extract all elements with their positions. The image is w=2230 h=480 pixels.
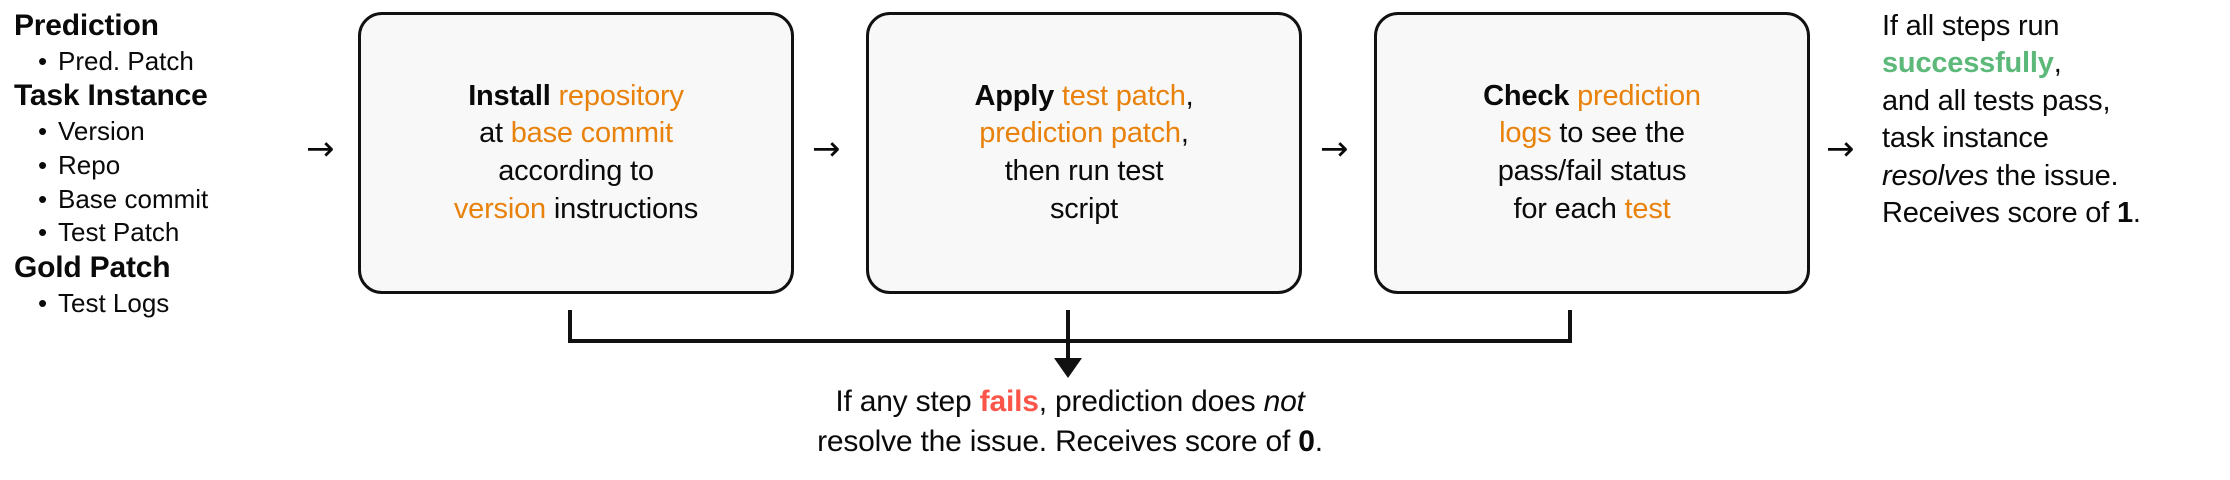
- step3-verb: Check: [1483, 79, 1570, 112]
- group-heading-task-instance: Task Instance: [14, 79, 208, 113]
- fail-score-value: 0: [1298, 424, 1315, 458]
- step3-line4-prefix: for each: [1513, 192, 1625, 225]
- outcome-line6-period: .: [2132, 197, 2141, 230]
- fail-bracket-left-stem: [568, 310, 572, 342]
- fail-bracket-rail: [568, 339, 1572, 343]
- step1-token-repository: repository: [558, 79, 684, 112]
- bullet-icon: •: [38, 115, 48, 146]
- outcome-line3: and all tests pass,: [1882, 84, 2111, 117]
- step2-line1-comma: ,: [1185, 79, 1194, 112]
- step3-token-logs: logs: [1499, 117, 1552, 150]
- step2-verb: Apply: [974, 79, 1055, 112]
- step-box-check: Check prediction logs to see the pass/fa…: [1374, 12, 1810, 294]
- step2-token-prediction-patch: prediction patch: [979, 117, 1181, 150]
- step1-line3: according to: [498, 155, 654, 187]
- outcome-line5-suffix: the issue.: [1988, 159, 2119, 192]
- list-item-label: Pred. Patch: [58, 45, 194, 76]
- list-item: • Version: [14, 115, 324, 149]
- bullet-icon: •: [38, 287, 48, 318]
- group-heading-prediction: Prediction: [14, 9, 159, 42]
- step-box-apply: Apply test patch, prediction patch, then…: [866, 12, 1302, 294]
- fail-line2-prefix: resolve the issue. Receives score of: [817, 424, 1299, 458]
- step2-line2-comma: ,: [1180, 117, 1189, 150]
- outcome-token-successfully: successfully: [1882, 47, 2054, 80]
- list-item: • Base commit: [14, 183, 324, 217]
- fail-line1-prefix: If any step: [835, 385, 980, 418]
- list-item: • Pred. Patch: [14, 45, 324, 79]
- arrow-down-icon-fail: [1054, 358, 1082, 378]
- step2-line4: script: [1049, 192, 1119, 225]
- outcome-line4: task instance: [1882, 122, 2049, 155]
- step-text-install: Install repository at base commit accord…: [440, 78, 712, 229]
- step3-line2-suffix: to see the: [1551, 117, 1685, 150]
- bullet-icon: •: [38, 183, 48, 214]
- fail-bracket-right-stem: [1568, 310, 1572, 342]
- group-heading-gold-patch: Gold Patch: [14, 251, 171, 285]
- list-item-label: Test Patch: [58, 217, 180, 248]
- step-text-apply: Apply test patch, prediction patch, then…: [960, 78, 1207, 229]
- step3-token-prediction: prediction: [1577, 79, 1701, 112]
- bullet-icon: •: [38, 149, 48, 180]
- step1-verb: Install: [468, 79, 551, 112]
- step1-token-version: version: [453, 192, 546, 225]
- fail-arrow-shaft: [1066, 310, 1070, 368]
- fail-line2-period: .: [1314, 424, 1323, 458]
- outcome-line1: If all steps run: [1882, 10, 2060, 42]
- step3-line3: pass/fail status: [1497, 155, 1687, 187]
- outcome-success-text: If all steps run successfully, and all t…: [1882, 8, 2222, 232]
- list-item-label: Base commit: [58, 183, 209, 214]
- step2-token-test-patch: test patch: [1061, 79, 1186, 112]
- fail-token-not: not: [1263, 385, 1305, 418]
- outcome-score-value: 1: [2116, 197, 2133, 230]
- list-item-label: Repo: [58, 149, 121, 180]
- list-item: • Repo: [14, 149, 324, 183]
- step-box-install: Install repository at base commit accord…: [358, 12, 794, 294]
- outcome-token-resolves: resolves: [1882, 159, 1989, 192]
- fail-caption-text: If any step fails, prediction does not r…: [568, 382, 1572, 461]
- list-item: • Test Logs: [14, 287, 324, 321]
- arrow-right-icon-apply-to-check: →: [1320, 129, 1349, 169]
- arrow-right-icon-check-to-outcome: →: [1826, 129, 1855, 169]
- outcome-line2-comma: ,: [2053, 47, 2062, 80]
- step-text-check: Check prediction logs to see the pass/fa…: [1469, 78, 1715, 229]
- bullet-icon: •: [38, 45, 48, 76]
- step1-token-base-commit: base commit: [510, 117, 673, 150]
- step1-line4-suffix: instructions: [545, 192, 699, 225]
- list-item-label: Version: [58, 115, 145, 146]
- step2-line3: then run test: [1004, 155, 1164, 187]
- bullet-icon: •: [38, 217, 48, 248]
- step1-line2-prefix: at: [479, 117, 511, 150]
- list-item: • Test Patch: [14, 216, 324, 250]
- outcome-line6-prefix: Receives score of: [1882, 197, 2117, 230]
- arrow-right-icon-inputs-to-install: →: [306, 129, 335, 169]
- inputs-column: Prediction • Pred. Patch Task Instance •…: [14, 8, 324, 321]
- list-item-label: Test Logs: [58, 287, 170, 318]
- fail-line1-mid: , prediction does: [1038, 385, 1264, 418]
- arrow-right-icon-install-to-apply: →: [812, 129, 841, 169]
- step3-token-test: test: [1624, 192, 1671, 225]
- fail-token-fails: fails: [979, 385, 1039, 418]
